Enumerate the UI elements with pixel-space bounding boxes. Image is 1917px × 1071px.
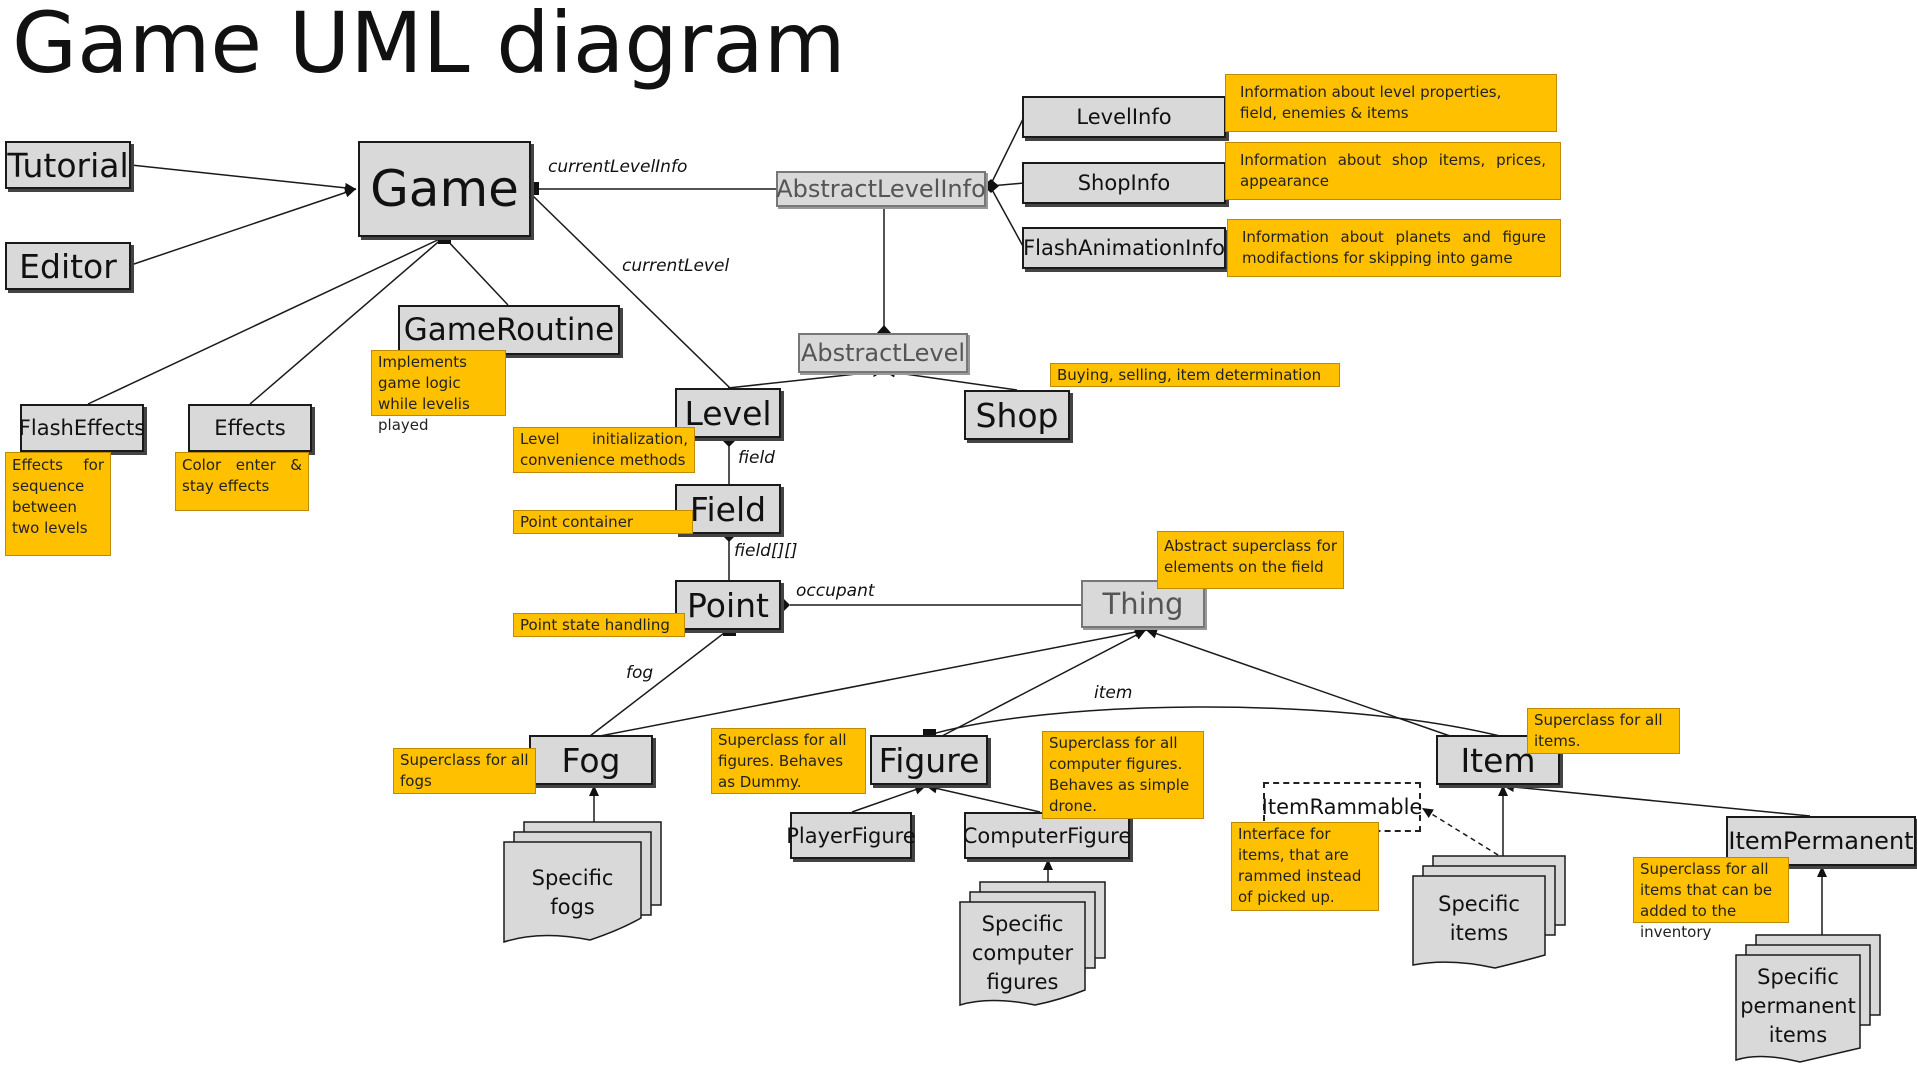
class-flash-effects[interactable]: FlashEffects [19, 404, 145, 452]
class-abstract-level[interactable]: AbstractLevel [798, 333, 968, 373]
class-item-permanent[interactable]: ItemPermanent [1726, 816, 1916, 866]
edge-game-effects [249, 236, 445, 405]
class-item[interactable]: Item [1436, 735, 1560, 785]
note-thing: Abstract superclass for elements on the … [1157, 531, 1344, 589]
stack-label-line: Specific [1438, 892, 1520, 916]
note-computer-figure: Superclass for all computer figures. Beh… [1042, 731, 1204, 819]
edge-player-figure [851, 784, 927, 813]
assoc-label-field: field [738, 448, 775, 468]
stack-specific-computer-figures[interactable]: Specific computer figures [960, 902, 1085, 1005]
class-figure[interactable]: Figure [870, 735, 988, 785]
edge-ali-levelinfo [989, 116, 1025, 187]
note-level: Level initialization, convenience method… [513, 427, 695, 473]
class-shop-info[interactable]: ShopInfo [1022, 162, 1226, 204]
note-level-info: Information about level properties, fiel… [1225, 74, 1557, 132]
assoc-label-item: item [1094, 683, 1133, 703]
note-figure: Superclass for all figures. Behaves as D… [711, 728, 866, 794]
edge-point-fog [589, 629, 729, 737]
stack-label-line: figures [986, 970, 1059, 994]
note-fog: Superclass for all fogs [393, 748, 536, 794]
edge-game-flasheffects [87, 236, 445, 405]
note-game-routine: Implements game logic while levelis play… [371, 350, 506, 434]
stack-specific-fogs-shape [503, 821, 662, 944]
edge-figure-item [928, 706, 1501, 737]
stack-label-line: items [1449, 921, 1509, 945]
edge-ali-flashanim [989, 185, 1025, 249]
note-flash-animation-info: Information about planets and figure mod… [1227, 219, 1561, 277]
edge-fog-thing [599, 627, 1147, 737]
assoc-label-occupant: occupant [796, 581, 875, 601]
assoc-label-current-level: currentLevel [622, 256, 730, 276]
edge-itempermanent-item [1502, 782, 1811, 817]
stack-label-line: permanent [1740, 994, 1856, 1018]
edge-computer-figure [925, 783, 1041, 813]
stack-specific-items-shape [1412, 855, 1566, 969]
assoc-label-current-level-info: currentLevelInfo [548, 157, 688, 177]
stack-specific-computer-figures-shape [959, 881, 1106, 1007]
edge-game-level [531, 194, 731, 389]
stack-specific-permanent-items[interactable]: Specific permanent items [1736, 955, 1860, 1062]
stack-label-line: Specific [1757, 965, 1839, 989]
stack-label-line: Specific [981, 912, 1064, 936]
note-point: Point state handling [513, 613, 685, 637]
edge-figure-thing [941, 629, 1147, 737]
edge-editor-game [130, 187, 357, 266]
assoc-label-fog: fog [626, 663, 654, 683]
note-flash-effects: Effects for sequence between two levels [5, 452, 111, 556]
page-title: Game UML diagram [12, 0, 846, 92]
stack-specific-permanent-items-shape [1735, 934, 1881, 1063]
note-effects: Color enter & stay effects [175, 452, 309, 511]
class-flash-animation-info[interactable]: FlashAnimationInfo [1022, 227, 1226, 269]
class-computer-figure[interactable]: ComputerFigure [963, 812, 1131, 859]
class-level-info[interactable]: LevelInfo [1022, 96, 1226, 138]
edge-tutorial-game [130, 164, 357, 193]
assoc-label-field-array: field[][] [734, 541, 798, 561]
class-fog[interactable]: Fog [529, 735, 653, 785]
stack-label-line: computer [971, 941, 1074, 965]
class-player-figure[interactable]: PlayerFigure [786, 812, 916, 859]
class-point[interactable]: Point [675, 580, 781, 630]
class-game-routine[interactable]: GameRoutine [398, 305, 620, 355]
note-item: Superclass for all items. [1527, 708, 1680, 754]
class-editor[interactable]: Editor [5, 242, 131, 290]
edge-shop-abstractlevel [883, 367, 1018, 391]
note-item-rammable: Interface for items, that are rammed ins… [1231, 822, 1379, 911]
note-field: Point container [513, 510, 693, 534]
composition-diamond-abstractlevelinfo [983, 179, 999, 193]
edge-item-thing [1145, 628, 1451, 737]
note-shop-info: Information about shop items, prices, ap… [1225, 142, 1561, 200]
class-abstract-level-info[interactable]: AbstractLevelInfo [776, 171, 986, 207]
stack-label-line: fogs [550, 895, 595, 919]
stack-specific-items[interactable]: Specific items [1413, 876, 1545, 968]
class-shop[interactable]: Shop [964, 390, 1070, 440]
stack-label-line: Specific [531, 866, 614, 890]
class-tutorial[interactable]: Tutorial [5, 141, 131, 189]
note-shop: Buying, selling, item determination [1050, 363, 1340, 387]
edge-game-gameroutine [443, 236, 509, 306]
stack-specific-fogs[interactable]: Specific fogs [504, 842, 641, 940]
edge-level-abstractlevel [727, 367, 885, 389]
note-item-permanent: Superclass for all items that can be add… [1633, 857, 1789, 941]
edge-specitems-rammable [1421, 807, 1499, 856]
class-effects[interactable]: Effects [188, 404, 312, 452]
stack-label-line: items [1768, 1023, 1828, 1047]
class-game[interactable]: Game [358, 141, 531, 237]
